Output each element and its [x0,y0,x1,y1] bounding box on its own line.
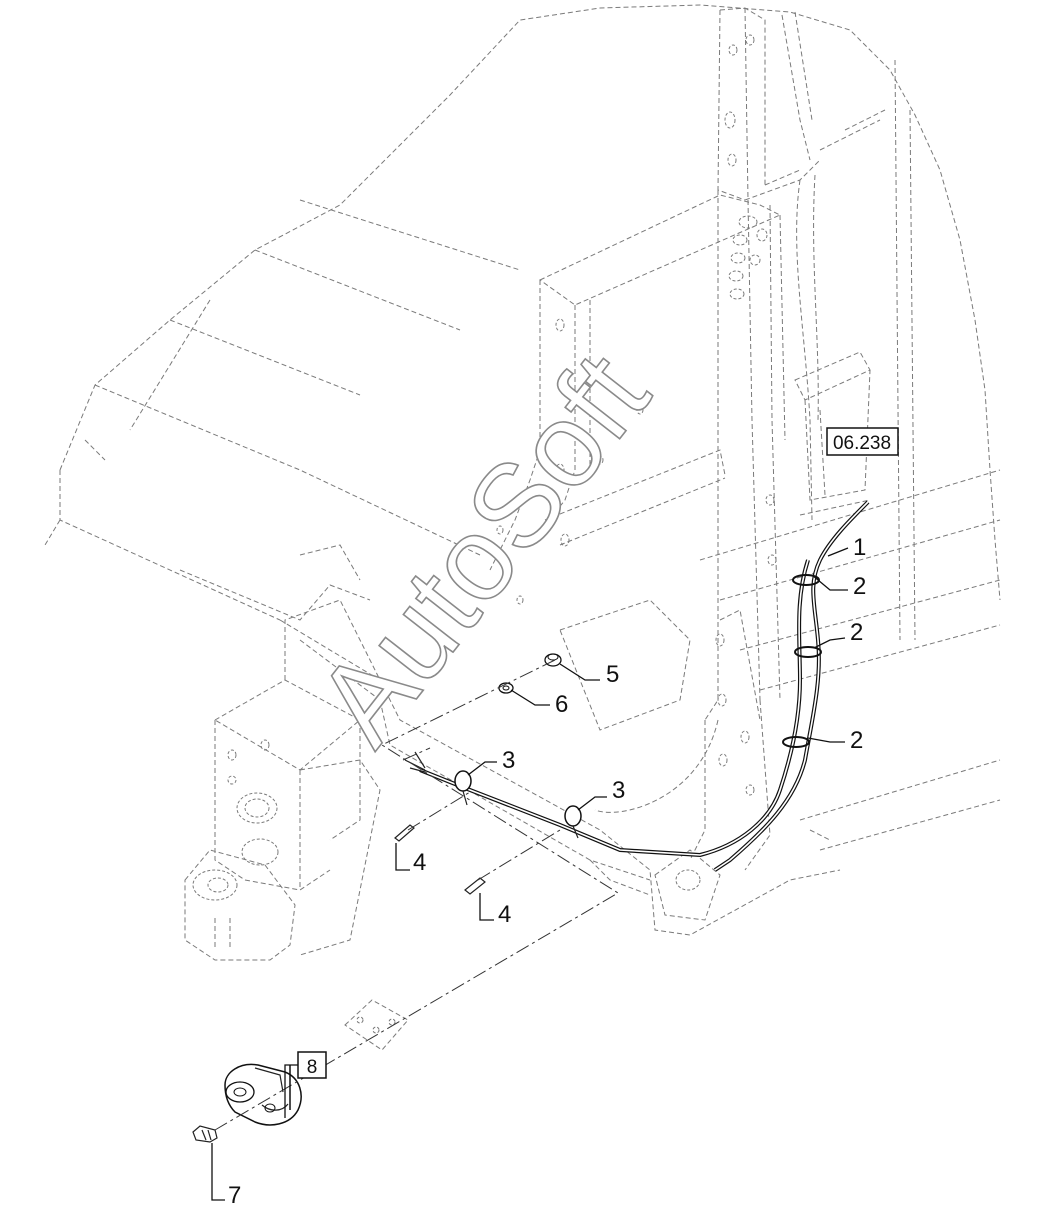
callout-7: 7 [228,1182,241,1209]
chassis-and-hitch [184,599,841,961]
callout-2-bottom: 2 [850,727,863,754]
callout-3-upper: 3 [502,747,515,774]
callout-2-top: 2 [853,573,866,600]
callout-8: 8 [307,1057,318,1078]
callout-5: 5 [606,661,619,688]
reference-box-label: 06.238 [833,433,891,454]
watermark: AutoSoft [291,330,674,768]
reference-box: 06.238 [826,427,899,456]
callout-6: 6 [555,691,568,718]
wiring-harness [404,174,870,872]
callouts: 1 2 2 2 3 3 4 4 5 6 7 8 [211,534,866,1209]
machine-body-outline [44,4,1001,851]
upright-frame [489,7,821,871]
callout-2-middle: 2 [850,619,863,646]
callout-4-left: 4 [413,849,426,876]
socket-assembly [224,1063,302,1126]
clamps [454,770,582,839]
bolt [192,1125,218,1143]
rivets [394,824,486,895]
watermark-group: AutoSoft [291,329,675,769]
callout-4-right: 4 [498,901,511,928]
mounting-plate [344,999,409,1051]
nut-and-washer [498,653,562,694]
callout-3-lower: 3 [612,777,625,804]
assembly-centerlines [214,659,619,1131]
callout-1: 1 [853,534,866,561]
